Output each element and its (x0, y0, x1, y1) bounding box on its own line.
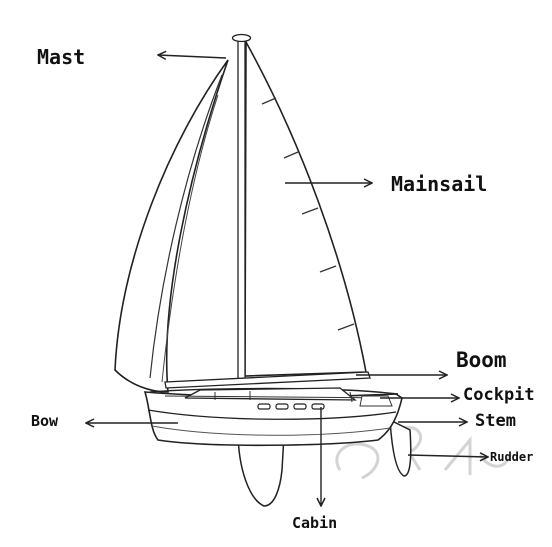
hull-stripe (147, 409, 397, 420)
cockpit-label: Cockpit (463, 385, 535, 405)
rudder-arrow (407, 455, 488, 457)
cabin-house (184, 387, 357, 401)
keel (237, 429, 285, 507)
rudder-blade (389, 418, 412, 477)
cabin-label: Cabin (292, 514, 338, 532)
hull-shadow (151, 425, 391, 436)
mast-arrow (158, 55, 227, 58)
sail-battens (261, 97, 355, 331)
jib-sail (114, 59, 229, 393)
stem-label: Stem (475, 411, 516, 431)
bow-label: Bow (31, 412, 59, 430)
cabin-windows (257, 403, 325, 410)
mainsail-label: Mainsail (391, 172, 488, 196)
jib-inner-edge-2 (161, 94, 219, 383)
boom-spar (164, 371, 371, 389)
mast-label: Mast (37, 45, 86, 69)
jib-inner-edge (149, 74, 223, 379)
leader-arrows (86, 55, 488, 506)
boom-label: Boom (456, 348, 507, 372)
mainsail-shape (244, 38, 367, 377)
rudder-label: Rudder (490, 450, 534, 464)
